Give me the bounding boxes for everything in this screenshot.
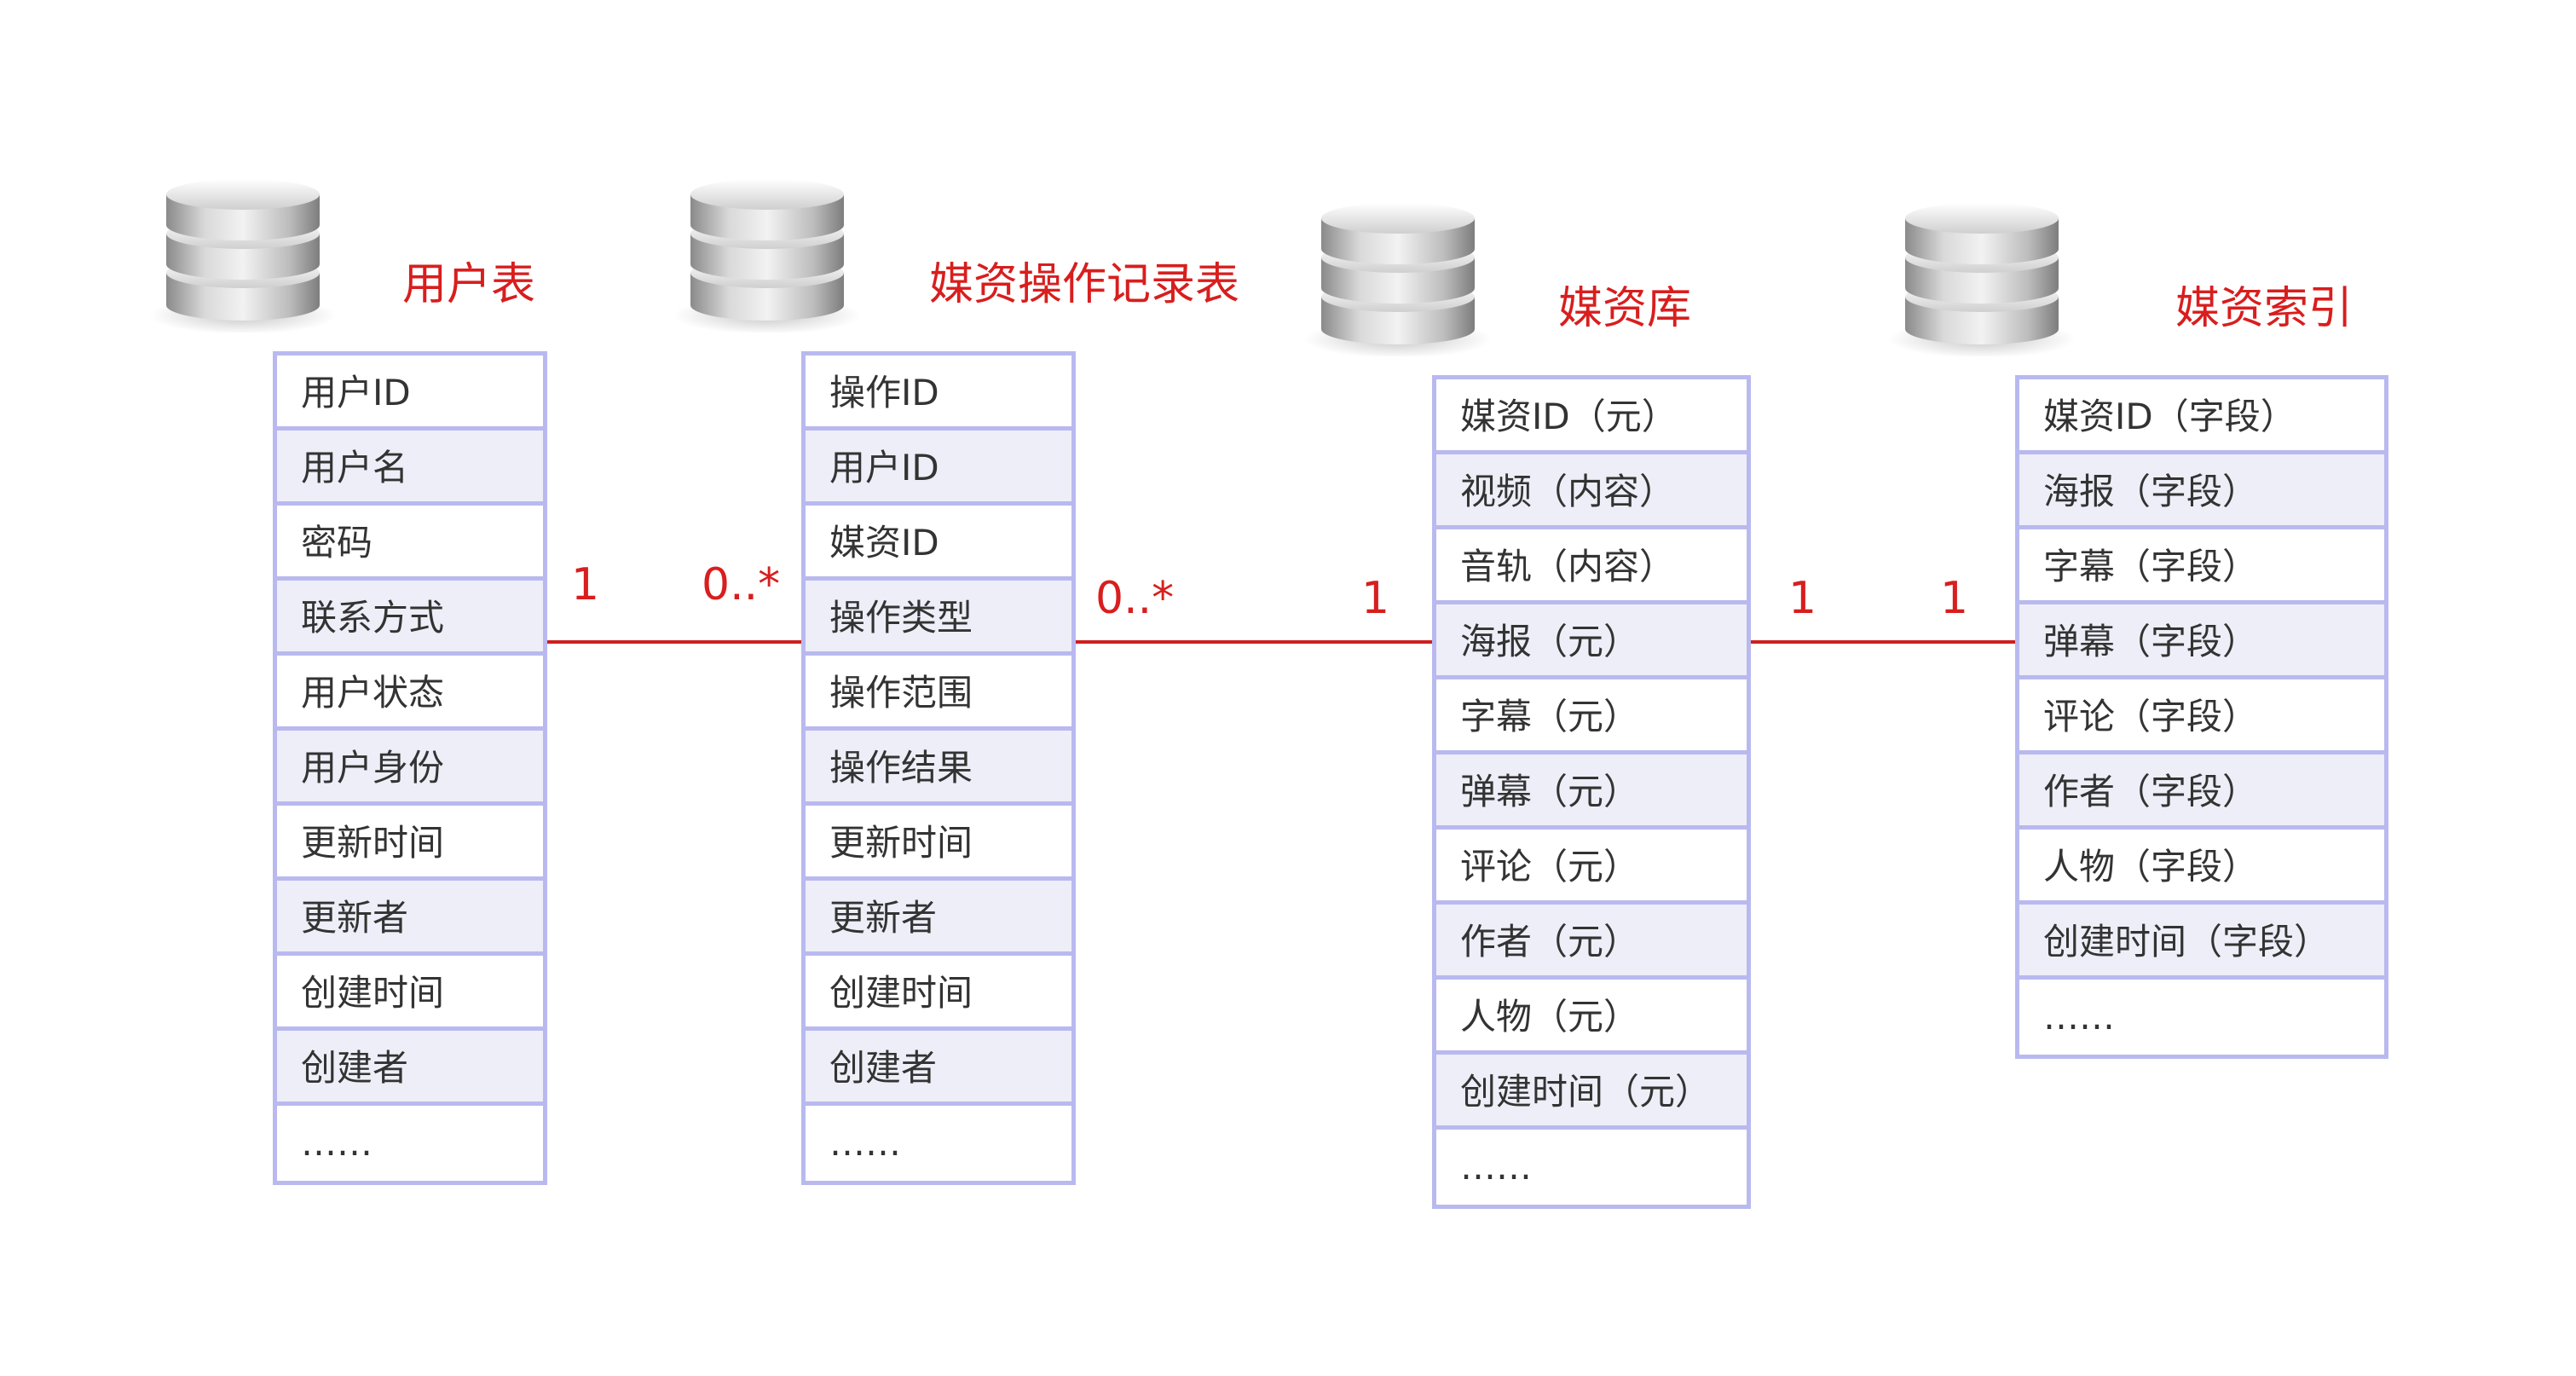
table-row: 创建者 (277, 1031, 543, 1106)
table-row: 用户ID (806, 431, 1071, 506)
table-row: 更新者 (277, 881, 543, 956)
table-row: 创建时间 (277, 956, 543, 1031)
table-row: 海报（字段） (2019, 454, 2384, 529)
table-media-index: 媒资ID（字段） 海报（字段） 字幕（字段） 弹幕（字段） 评论（字段） 作者（… (2015, 375, 2388, 1059)
table-row: 人物（字段） (2019, 830, 2384, 905)
table-row: 媒资ID（元） (1436, 379, 1747, 454)
table-row: …… (2019, 980, 2384, 1055)
multiplicity-label: 1 (1361, 573, 1390, 624)
table-row: 用户ID (277, 356, 543, 431)
relation-line (1751, 640, 2015, 644)
table-row: 视频（内容） (1436, 454, 1747, 529)
table-row: 弹幕（元） (1436, 754, 1747, 830)
table-row: …… (1436, 1130, 1747, 1205)
table-row: 用户名 (277, 431, 543, 506)
table-row: 人物（元） (1436, 980, 1747, 1055)
table-row: 海报（元） (1436, 604, 1747, 679)
table-row: 创建者 (806, 1031, 1071, 1106)
table-row: 字幕（元） (1436, 679, 1747, 754)
table-row: 创建时间（字段） (2019, 905, 2384, 980)
table-title-users: 用户表 (402, 259, 536, 310)
table-row: 更新时间 (277, 806, 543, 881)
table-operation-log: 操作ID 用户ID 媒资ID 操作类型 操作范围 操作结果 更新时间 更新者 创… (801, 351, 1076, 1185)
table-title-media-library: 媒资库 (1558, 283, 1692, 334)
table-row: 更新时间 (806, 806, 1071, 881)
table-row: 媒资ID (806, 506, 1071, 581)
database-icon (149, 179, 337, 332)
database-icon (673, 179, 861, 332)
relation-line (1076, 640, 1432, 644)
table-row: 弹幕（字段） (2019, 604, 2384, 679)
table-row: 更新者 (806, 881, 1071, 956)
table-row: 字幕（字段） (2019, 529, 2384, 604)
table-row: 操作结果 (806, 731, 1071, 806)
table-row: 创建时间（元） (1436, 1055, 1747, 1130)
table-title-operation-log: 媒资操作记录表 (929, 259, 1240, 310)
table-media-library: 媒资ID（元） 视频（内容） 音轨（内容） 海报（元） 字幕（元） 弹幕（元） … (1432, 375, 1751, 1209)
database-icon (1304, 203, 1492, 356)
database-icon (1888, 203, 2076, 356)
table-row: 密码 (277, 506, 543, 581)
table-row: 评论（元） (1436, 830, 1747, 905)
table-title-media-index: 媒资索引 (2175, 283, 2354, 334)
table-row: 评论（字段） (2019, 679, 2384, 754)
multiplicity-label: 0..* (702, 559, 781, 610)
table-row: 联系方式 (277, 581, 543, 656)
table-row: …… (277, 1106, 543, 1181)
table-row: …… (806, 1106, 1071, 1181)
table-row: 音轨（内容） (1436, 529, 1747, 604)
table-users: 用户ID 用户名 密码 联系方式 用户状态 用户身份 更新时间 更新者 创建时间… (273, 351, 547, 1185)
multiplicity-label: 1 (1940, 573, 1969, 624)
table-row: 用户状态 (277, 656, 543, 731)
table-row: 用户身份 (277, 731, 543, 806)
table-row: 操作ID (806, 356, 1071, 431)
table-row: 作者（元） (1436, 905, 1747, 980)
table-row: 创建时间 (806, 956, 1071, 1031)
table-row: 操作类型 (806, 581, 1071, 656)
multiplicity-label: 0..* (1095, 573, 1175, 624)
table-row: 作者（字段） (2019, 754, 2384, 830)
multiplicity-label: 1 (1788, 573, 1817, 624)
relation-line (547, 640, 801, 644)
table-row: 媒资ID（字段） (2019, 379, 2384, 454)
table-row: 操作范围 (806, 656, 1071, 731)
multiplicity-label: 1 (571, 559, 600, 610)
